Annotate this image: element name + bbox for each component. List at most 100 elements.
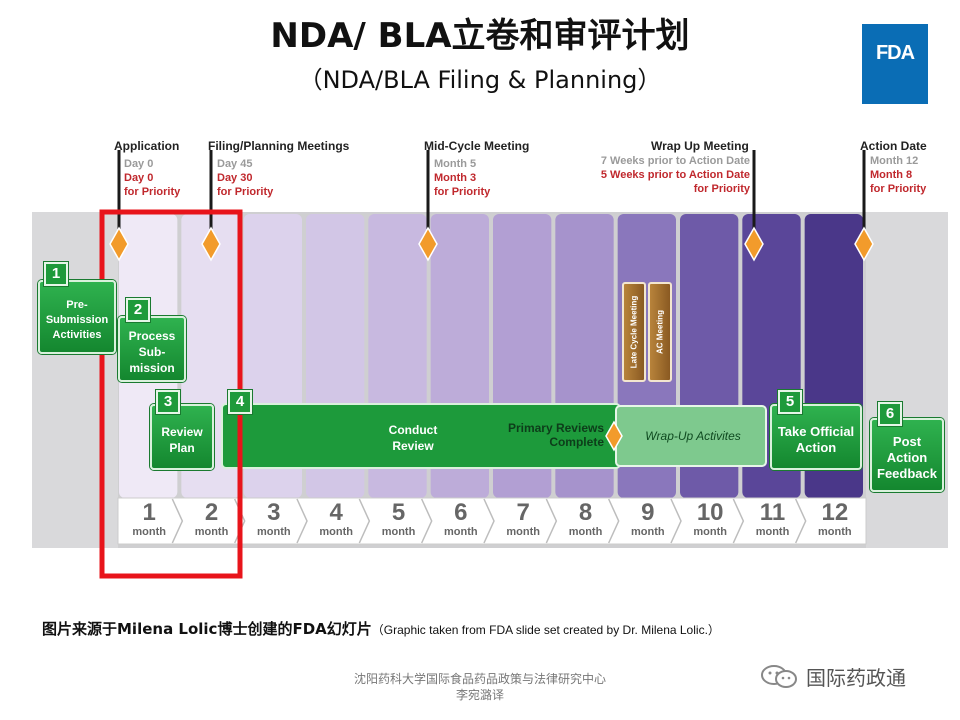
source-note-en: （Graphic taken from FDA slide set create…	[371, 623, 720, 637]
primary-reviews-text: Primary Reviews	[507, 421, 604, 435]
month-word: month	[755, 526, 790, 538]
step-3-box: Review Plan	[150, 404, 214, 470]
primary-review-diamond	[605, 420, 623, 452]
late-cycle-meeting-text: Late Cycle Meeting	[629, 295, 639, 369]
month-number: 9	[641, 499, 655, 526]
milestone-action-details: Month 12 Month 8 for Priority	[870, 154, 926, 196]
month-divider	[732, 498, 745, 544]
month-word: month	[194, 526, 229, 538]
milestone-wrapup: Wrap Up Meeting	[651, 139, 749, 153]
step-1-text: Submission	[45, 314, 109, 326]
month-word: month	[506, 526, 540, 538]
milestone-detail: for Priority	[870, 183, 927, 195]
milestone-label: Action Date	[860, 139, 927, 153]
step-5-box: Take Official Action	[770, 404, 862, 470]
milestone-action: Action Date	[860, 139, 927, 153]
month-divider	[358, 498, 371, 544]
step-4-text: Review	[392, 439, 434, 453]
month-word: month	[132, 526, 166, 538]
month-number: 5	[391, 499, 406, 526]
milestone-detail: Day 0	[124, 172, 154, 184]
month-strip	[117, 497, 867, 545]
step-5-text: Action	[795, 440, 837, 455]
month-divider	[670, 498, 682, 544]
step-3-number: 3	[156, 390, 180, 414]
milestone-label: Filing/Planning Meetings	[208, 139, 350, 153]
step-5-text: Take Official	[777, 424, 855, 439]
step-5-number: 5	[778, 390, 802, 414]
step-4-text: Conduct	[388, 423, 438, 437]
brand-watermark: 国际药政通	[760, 662, 906, 691]
step-2-text: Sub-	[138, 345, 166, 359]
month-number: 2	[204, 499, 219, 526]
month-divider	[171, 498, 184, 544]
step-2-text: Process	[128, 329, 176, 343]
milestone-detail: Day 45	[217, 158, 253, 170]
step-2-box: Process Sub- mission	[118, 316, 186, 382]
month-number: 11	[759, 499, 786, 526]
month-word: month	[631, 526, 665, 538]
month-divider	[296, 498, 308, 544]
milestone-diamond	[744, 226, 764, 262]
ac-meeting-text: AC Meeting	[655, 310, 665, 354]
step-6-box: Post Action Feedback	[870, 418, 944, 492]
milestone-wrapup-details: 7 Weeks prior to Action Date 5 Weeks pri…	[580, 154, 750, 196]
step-4-number: 4	[228, 390, 252, 414]
wechat-icon	[761, 664, 797, 688]
milestone-midcycle: Mid-Cycle Meeting	[424, 139, 529, 153]
month-word: month	[818, 526, 852, 538]
fda-logo: FDA	[862, 24, 928, 104]
month-word: month	[381, 526, 416, 538]
milestone-detail: for Priority	[217, 186, 274, 198]
milestone-diamond	[201, 226, 221, 262]
ac-meeting-box: AC Meeting	[648, 282, 672, 382]
milestone-label: Wrap Up Meeting	[651, 139, 749, 153]
month-number: 1	[142, 499, 156, 526]
month-divider	[794, 498, 807, 544]
milestone-detail: Month 3	[434, 172, 477, 184]
month-divider	[420, 498, 433, 544]
milestone-application-details: Day 0 Day 0 for Priority	[124, 157, 180, 199]
milestone-detail: 7 Weeks prior to Action Date	[600, 155, 750, 167]
primary-reviews-text: Complete	[549, 435, 604, 449]
month-word: month	[444, 526, 478, 538]
milestone-label: Application	[114, 139, 180, 153]
month-divider	[483, 498, 495, 544]
month-number: 3	[267, 499, 281, 526]
step-6-text: Post	[892, 434, 922, 449]
month-divider	[607, 498, 620, 544]
month-word: month	[693, 526, 727, 538]
month-word: month	[319, 526, 353, 538]
step-1-text: Activities	[52, 329, 102, 341]
month-divider	[545, 498, 558, 544]
milestone-detail: Day 30	[217, 172, 253, 184]
wrap-up-label: Wrap-Up Activites	[645, 429, 741, 443]
milestone-detail: for Priority	[434, 186, 491, 198]
milestone-midcycle-details: Month 5 Month 3 for Priority	[434, 157, 490, 199]
fda-logo-text: FDA	[875, 42, 915, 64]
milestone-detail: for Priority	[693, 183, 750, 195]
source-note-cn: 图片来源于Milena Lolic博士创建的FDA幻灯片	[42, 620, 372, 638]
month-number: 8	[578, 499, 593, 526]
month-number: 10	[696, 499, 724, 526]
month-word: month	[568, 526, 603, 538]
month-number: 7	[516, 499, 530, 526]
page-subtitle: （NDA/BLA Filing & Planning）	[298, 66, 662, 94]
source-note: 图片来源于Milena Lolic博士创建的FDA幻灯片（Graphic tak…	[42, 618, 720, 639]
milestone-diamond	[854, 226, 874, 262]
milestone-detail: Month 12	[870, 155, 919, 167]
milestone-label: Mid-Cycle Meeting	[424, 139, 530, 153]
milestone-detail: Month 8	[870, 169, 913, 181]
month-number: 4	[329, 499, 343, 526]
step-3-text: Review	[161, 425, 203, 439]
milestone-diamond	[418, 226, 438, 262]
step-1-box: Pre- Submission Activities	[38, 280, 116, 354]
